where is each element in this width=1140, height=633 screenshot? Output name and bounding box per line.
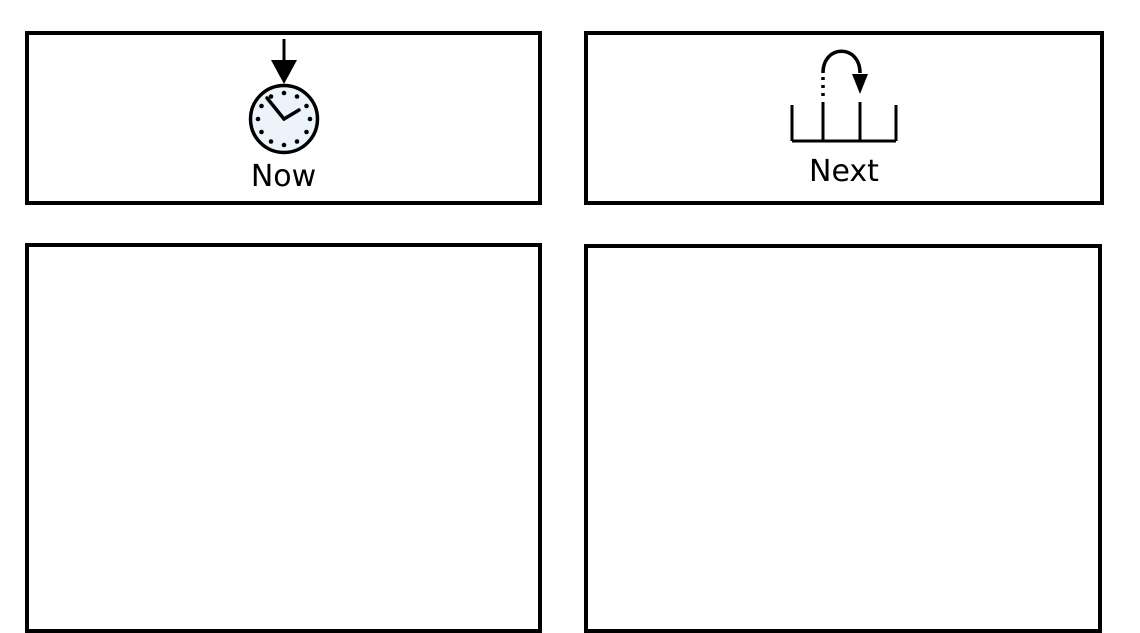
now-panel: Now <box>25 31 542 205</box>
timeline-skip-arrow-icon <box>790 49 898 143</box>
clock-icon <box>248 83 319 155</box>
next-label: Next <box>809 154 879 189</box>
timeline-icon <box>790 102 898 143</box>
clock-with-down-arrow-icon <box>248 39 319 155</box>
next-activity-slot <box>584 244 1102 633</box>
now-label: Now <box>250 159 317 194</box>
skip-arrow-icon <box>821 49 868 96</box>
next-panel: Next <box>584 31 1104 205</box>
clock-hands <box>264 96 301 121</box>
down-arrow-icon <box>270 39 297 84</box>
now-activity-slot <box>25 243 542 633</box>
clock-hour-dots <box>255 90 312 148</box>
